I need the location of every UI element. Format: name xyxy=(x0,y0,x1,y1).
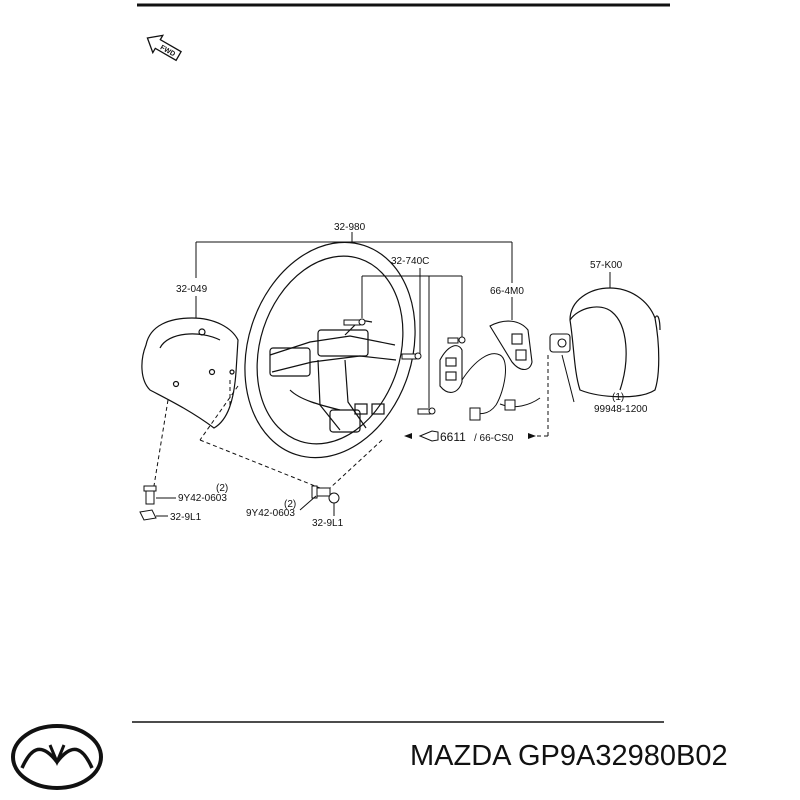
bracket-32-740c xyxy=(361,268,463,408)
airbag-module-57-k00 xyxy=(569,287,661,398)
wiring-harness xyxy=(461,353,541,421)
label-32-980: 32-980 xyxy=(334,222,366,233)
mazda-logo-icon xyxy=(11,724,103,790)
fwd-arrow-icon: FWD xyxy=(146,34,182,62)
ref-arrow-icon xyxy=(528,433,536,439)
pointing-hand-icon xyxy=(418,430,439,442)
switch-32-740c xyxy=(439,345,463,393)
clip-right-icon xyxy=(328,492,340,504)
leader-bolt-right xyxy=(299,495,317,511)
label-6611: 6611 xyxy=(440,430,466,444)
screw-bracket-icon xyxy=(447,336,466,344)
screw-lower-icon xyxy=(417,407,436,415)
label-32-740c: 32-740C xyxy=(391,256,429,267)
label-clip-left: 32-9L1 xyxy=(170,512,202,523)
nut-99948-1200 xyxy=(549,333,571,353)
label-57-k00: 57-K00 xyxy=(590,260,623,271)
rear-cover-32-049 xyxy=(141,317,239,429)
bracket-32-980 xyxy=(195,232,513,320)
label-66-cs0: / 66-CS0 xyxy=(474,433,514,444)
label-99948-1200: 99948-1200 xyxy=(594,404,648,415)
bolt-left-icon xyxy=(143,485,157,505)
fwd-label: FWD xyxy=(159,44,176,58)
label-bolt-right-qty: (2) xyxy=(284,499,296,510)
label-nut-qty: (1) xyxy=(612,392,624,403)
brand-part-number: MAZDA GP9A32980B02 xyxy=(410,740,728,772)
label-bolt-left: 9Y42-0603 xyxy=(178,493,227,504)
bolt-right-icon xyxy=(311,485,331,499)
steering-wheel-32-980 xyxy=(244,241,416,459)
ref-arrow-left-icon xyxy=(404,433,412,439)
clip-left-icon xyxy=(139,509,157,521)
label-32-049: 32-049 xyxy=(176,284,208,295)
screw-upper-icon xyxy=(343,318,366,326)
label-bolt-left-qty: (2) xyxy=(216,483,228,494)
switch-bracket-66-4m0 xyxy=(489,320,533,371)
label-clip-right: 32-9L1 xyxy=(312,518,344,529)
label-bolt-right: 9Y42-0603 xyxy=(246,508,295,519)
screw-middle-icon xyxy=(401,352,422,360)
dashed-ref-lines xyxy=(151,352,549,499)
leader-nut xyxy=(561,354,575,403)
label-66-4m0: 66-4M0 xyxy=(490,286,524,297)
